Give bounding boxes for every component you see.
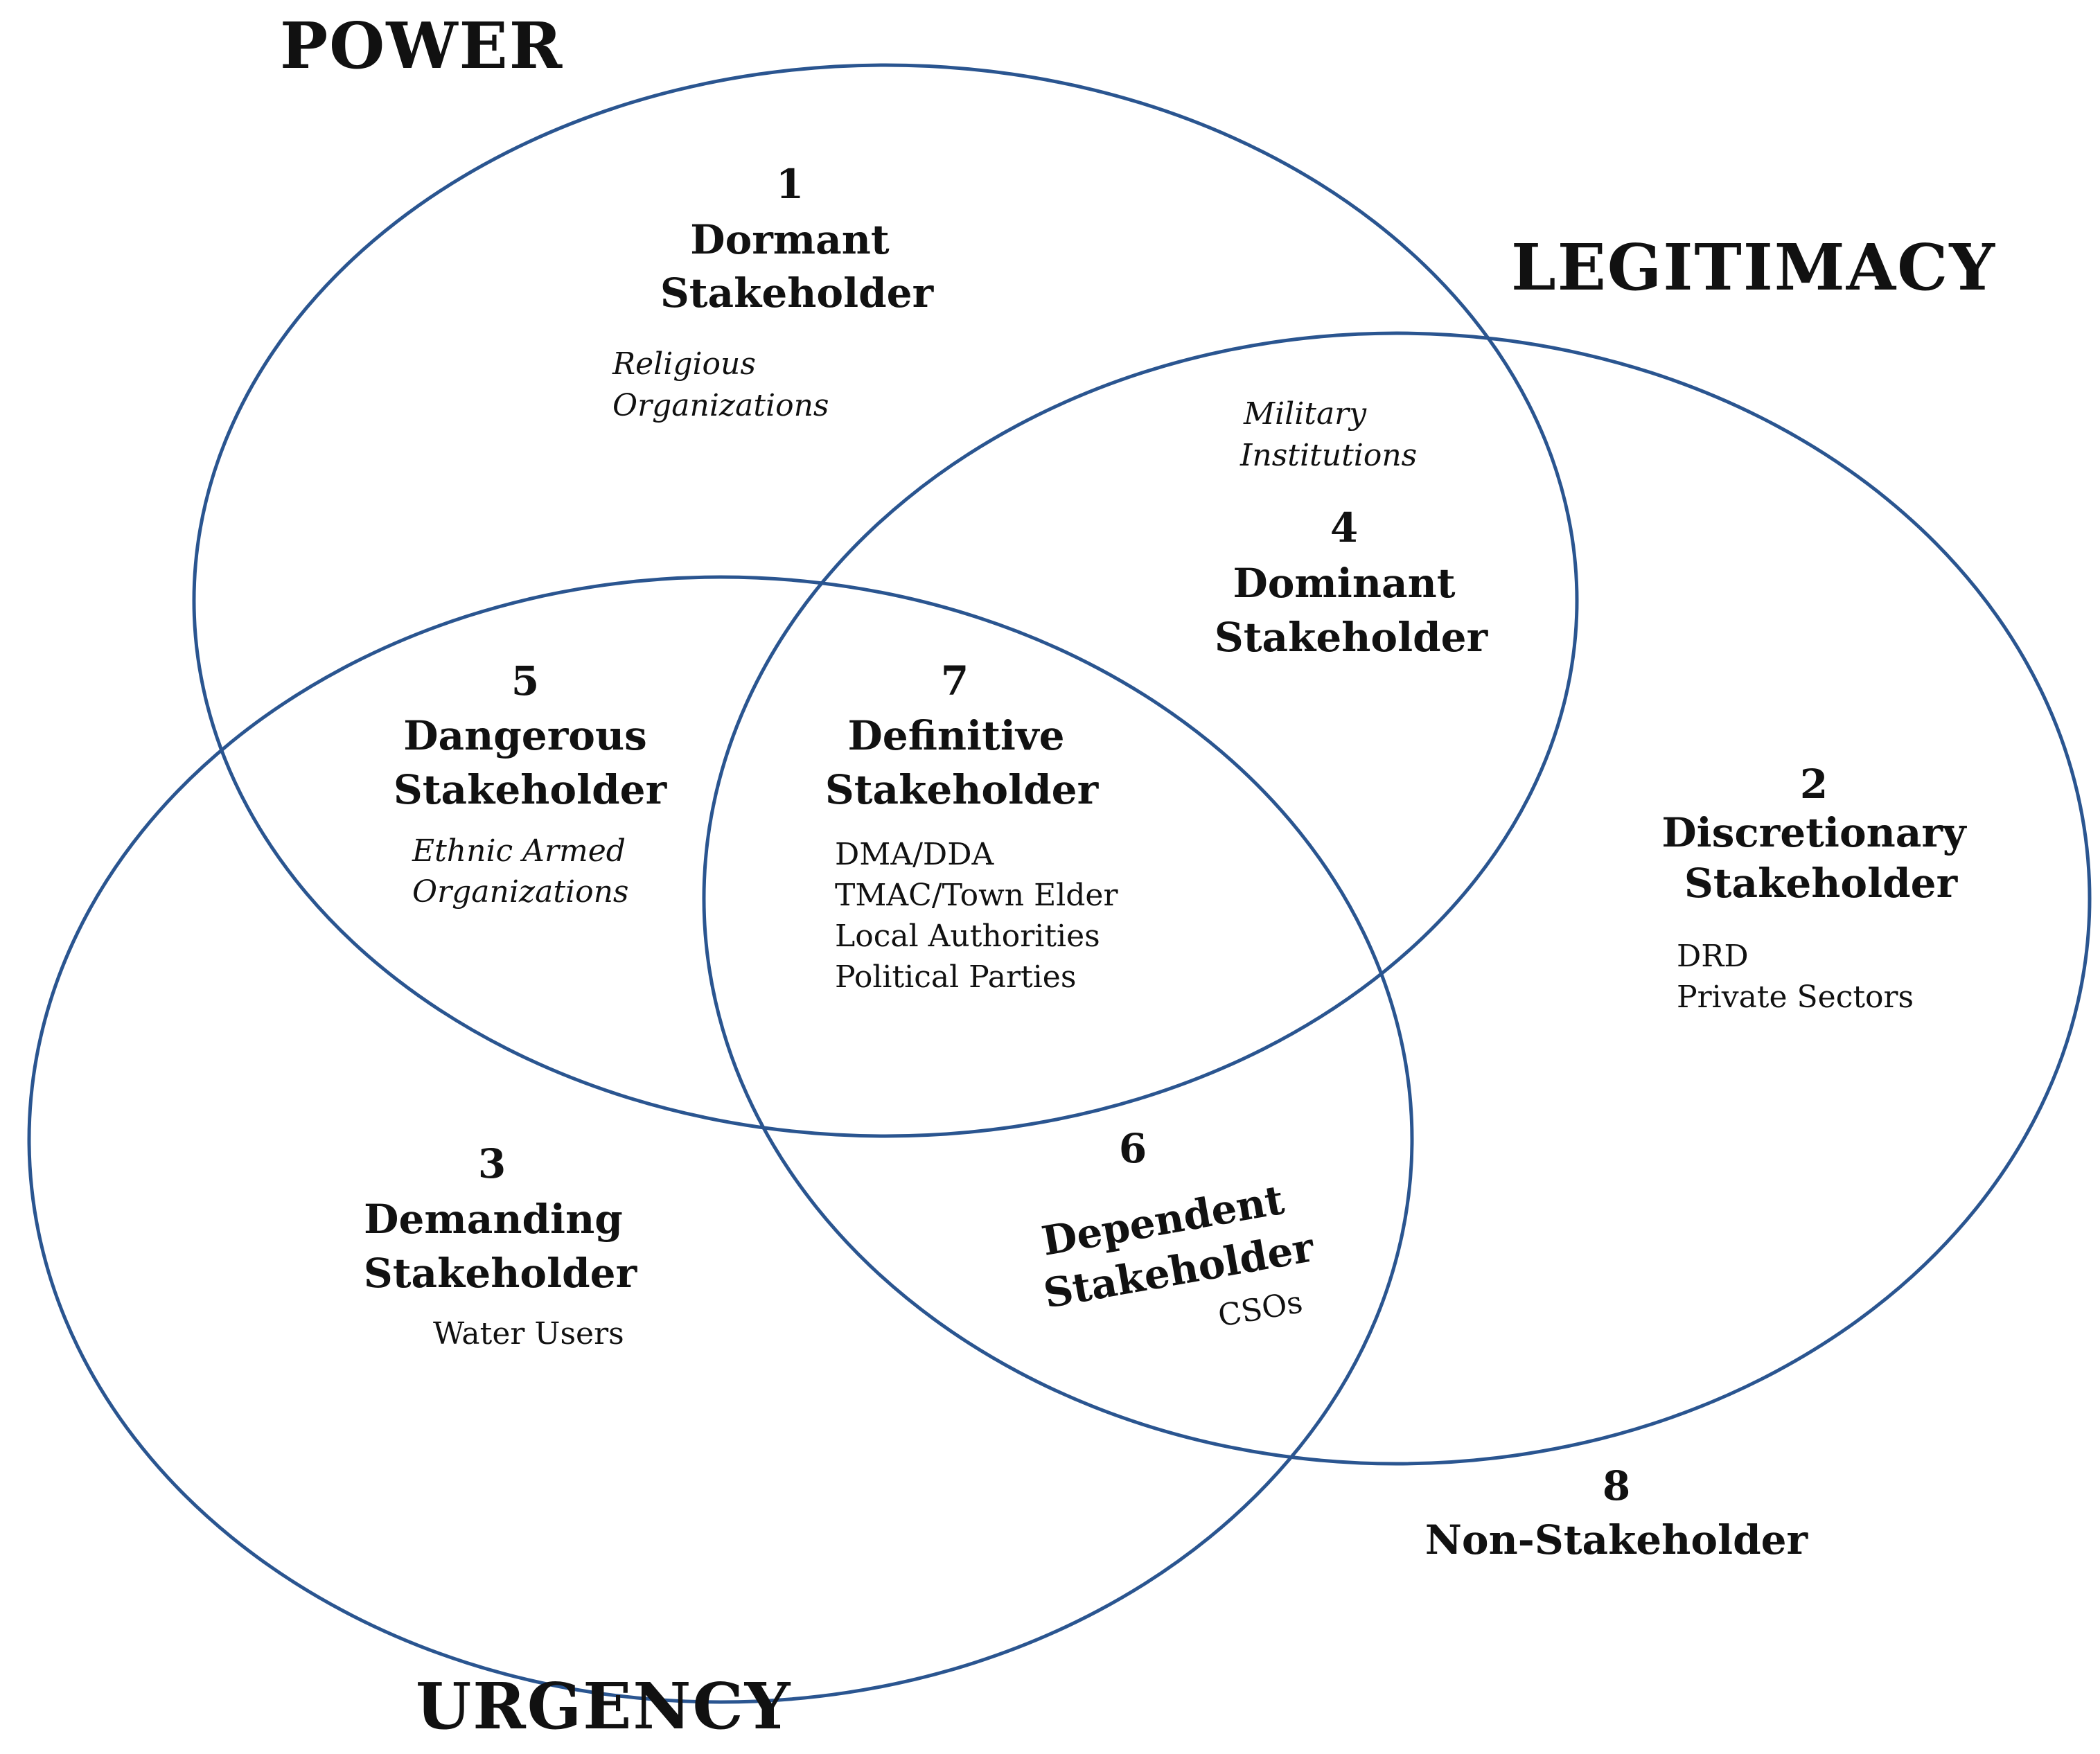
region-name: Stakeholder bbox=[660, 269, 935, 317]
region-discretionary: 2 Discretionary Stakeholder DRD Private … bbox=[1661, 761, 1968, 1015]
region-dependent: 6 Dependent Stakeholder CSOs bbox=[1039, 1125, 1318, 1334]
region-example: Private Sectors bbox=[1677, 980, 1914, 1015]
region-non-stakeholder: 8 Non-Stakeholder bbox=[1425, 1462, 1809, 1563]
region-name: Dormant bbox=[690, 216, 890, 263]
region-dominant: Military Institutions 4 Dominant Stakeho… bbox=[1215, 396, 1489, 661]
region-number: 6 bbox=[1119, 1125, 1147, 1172]
region-example: Ethnic Armed bbox=[412, 833, 626, 869]
region-example: DRD bbox=[1677, 939, 1749, 974]
region-demanding: 3 Demanding Stakeholder Water Users bbox=[364, 1140, 638, 1352]
region-name: Non-Stakeholder bbox=[1425, 1516, 1809, 1563]
region-number: 1 bbox=[776, 161, 804, 208]
region-number: 2 bbox=[1800, 761, 1828, 808]
region-example: CSOs bbox=[1215, 1284, 1305, 1334]
region-name: Stakeholder bbox=[825, 766, 1100, 813]
region-name: Discretionary bbox=[1661, 809, 1968, 856]
region-name: Dominant bbox=[1233, 560, 1455, 607]
region-example: Organizations bbox=[412, 874, 629, 910]
region-example: Institutions bbox=[1239, 438, 1417, 473]
region-name: Demanding bbox=[364, 1196, 623, 1243]
region-example: Organizations bbox=[612, 388, 829, 423]
legitimacy-title: LEGITIMACY bbox=[1511, 230, 1996, 305]
legitimacy-circle bbox=[702, 331, 2092, 1466]
region-example: Military bbox=[1243, 396, 1367, 432]
urgency-title: URGENCY bbox=[416, 1669, 791, 1744]
region-dormant: 1 Dormant Stakeholder Religious Organiza… bbox=[612, 161, 935, 423]
region-number: 8 bbox=[1603, 1462, 1630, 1509]
region-name: Stakeholder bbox=[1215, 614, 1489, 661]
region-number: 7 bbox=[941, 657, 969, 705]
region-example: DMA/DDA bbox=[835, 837, 994, 872]
region-dangerous: 5 Dangerous Stakeholder Ethnic Armed Org… bbox=[394, 657, 668, 910]
region-name: Stakeholder bbox=[364, 1250, 638, 1297]
region-example: Local Authorities bbox=[835, 919, 1100, 954]
region-number: 4 bbox=[1330, 504, 1358, 551]
region-name: Stakeholder bbox=[1684, 860, 1959, 907]
region-example: TMAC/Town Elder bbox=[835, 878, 1118, 913]
region-example: Water Users bbox=[433, 1316, 624, 1352]
region-example: Political Parties bbox=[835, 959, 1076, 995]
region-name: Stakeholder bbox=[394, 766, 668, 813]
power-circle bbox=[192, 63, 1579, 1138]
region-number: 3 bbox=[478, 1140, 506, 1187]
region-definitive: 7 Definitive Stakeholder DMA/DDA TMAC/To… bbox=[825, 657, 1119, 995]
region-example: Religious bbox=[612, 346, 756, 382]
region-number: 5 bbox=[511, 657, 539, 705]
region-name: Dangerous bbox=[403, 712, 647, 759]
urgency-circle bbox=[27, 575, 1414, 1704]
region-name: Definitive bbox=[848, 712, 1065, 759]
power-title: POWER bbox=[280, 8, 563, 83]
